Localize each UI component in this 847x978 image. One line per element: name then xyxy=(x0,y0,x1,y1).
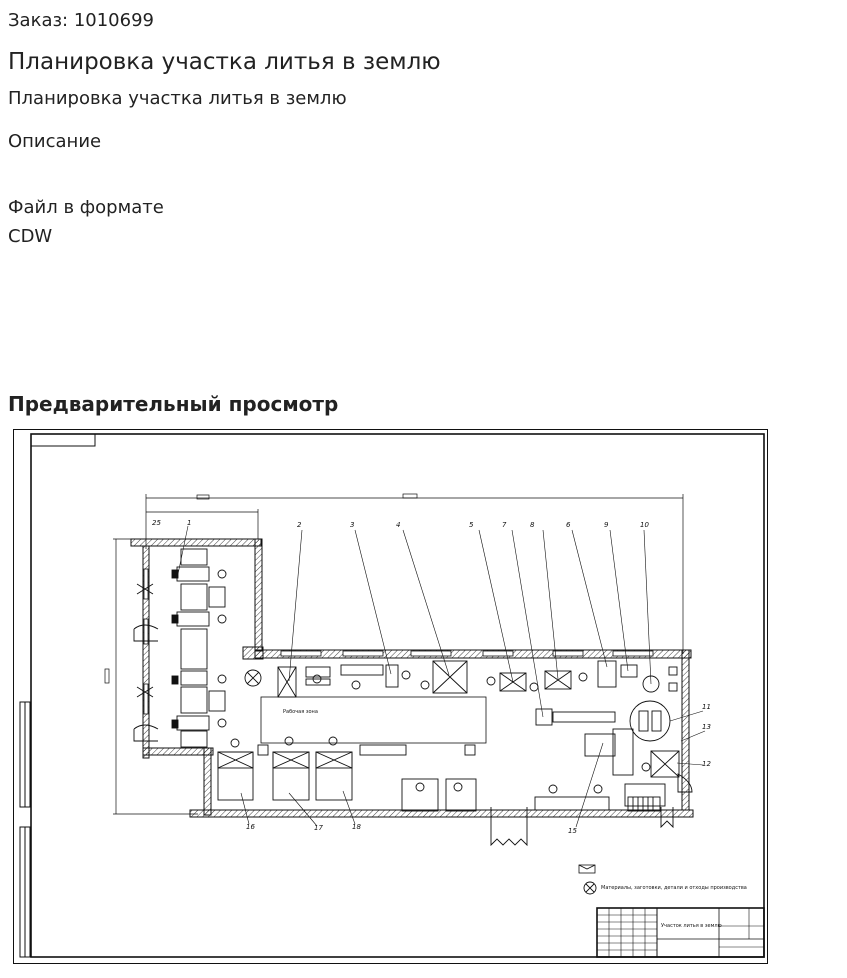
svg-text:7: 7 xyxy=(502,521,507,529)
drawing-preview: Рабочая зона xyxy=(13,429,769,965)
sheet-inner-frame xyxy=(30,433,765,958)
svg-text:15: 15 xyxy=(568,827,577,835)
floor-plan-drawing: Рабочая зона xyxy=(13,429,768,964)
file-format-note: Файл в формате CDW xyxy=(8,197,164,247)
callout-leaders xyxy=(177,525,706,828)
description-heading: Описание xyxy=(8,131,102,152)
doors xyxy=(133,583,693,847)
svg-text:16: 16 xyxy=(246,823,255,831)
svg-text:13: 13 xyxy=(702,723,711,731)
windows xyxy=(143,568,654,715)
svg-text:10: 10 xyxy=(640,521,649,529)
title-block: Участок литья в землю xyxy=(596,907,765,958)
svg-text:6: 6 xyxy=(566,521,571,529)
lower-equipment xyxy=(217,670,651,812)
left-wing-equipment xyxy=(171,548,262,748)
callout-numbers: 25 1 2 3 4 5 7 8 6 9 10 11 13 12 16 17 1… xyxy=(152,519,711,835)
work-zone-label: Рабочая зона xyxy=(283,709,318,715)
svg-text:3: 3 xyxy=(350,521,354,529)
svg-text:18: 18 xyxy=(352,823,361,831)
page-subtitle: Планировка участка литья в землю xyxy=(8,88,347,109)
sheet-outer-border xyxy=(13,429,768,964)
svg-text:4: 4 xyxy=(396,521,400,529)
svg-text:1: 1 xyxy=(187,519,191,527)
svg-text:12: 12 xyxy=(702,760,711,768)
binding-strips xyxy=(19,701,31,958)
legend-label: Материалы, заготовки, детали и отходы пр… xyxy=(601,885,747,891)
dimension-lines xyxy=(104,493,684,815)
svg-text:5: 5 xyxy=(469,521,474,529)
svg-text:9: 9 xyxy=(604,521,609,529)
svg-text:8: 8 xyxy=(530,521,535,529)
main-hall-equipment xyxy=(277,660,680,812)
building-walls xyxy=(130,538,694,818)
work-zone: Рабочая зона xyxy=(260,696,487,744)
svg-text:17: 17 xyxy=(314,824,323,832)
stamp-title: Участок литья в землю xyxy=(661,923,722,929)
svg-text:2: 2 xyxy=(297,521,302,529)
preview-heading: Предварительный просмотр xyxy=(8,392,339,416)
svg-text:11: 11 xyxy=(702,703,711,711)
page-title: Планировка участка литья в землю xyxy=(8,49,441,75)
order-number: Заказ: 1010699 xyxy=(8,10,154,31)
drawing-legend: Материалы, заготовки, детали и отходы пр… xyxy=(578,864,747,895)
svg-text:25: 25 xyxy=(152,519,161,527)
